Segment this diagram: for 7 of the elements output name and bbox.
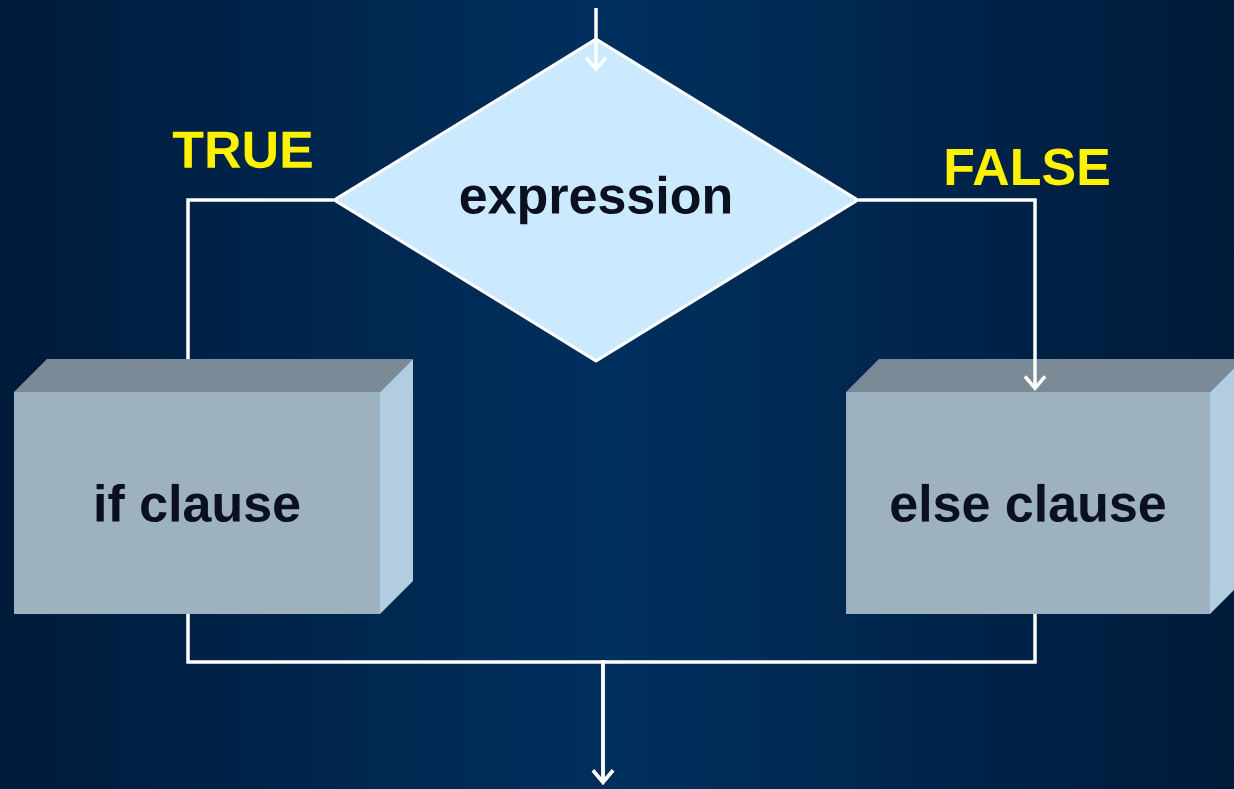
process-box: else clause (846, 359, 1234, 614)
arrow (591, 614, 1037, 785)
edge-label: FALSE (946, 148, 1109, 186)
edge-label: TRUE (172, 131, 312, 169)
process-box: if clause (14, 359, 413, 614)
arrow (584, 8, 608, 72)
arrow (858, 198, 1047, 391)
